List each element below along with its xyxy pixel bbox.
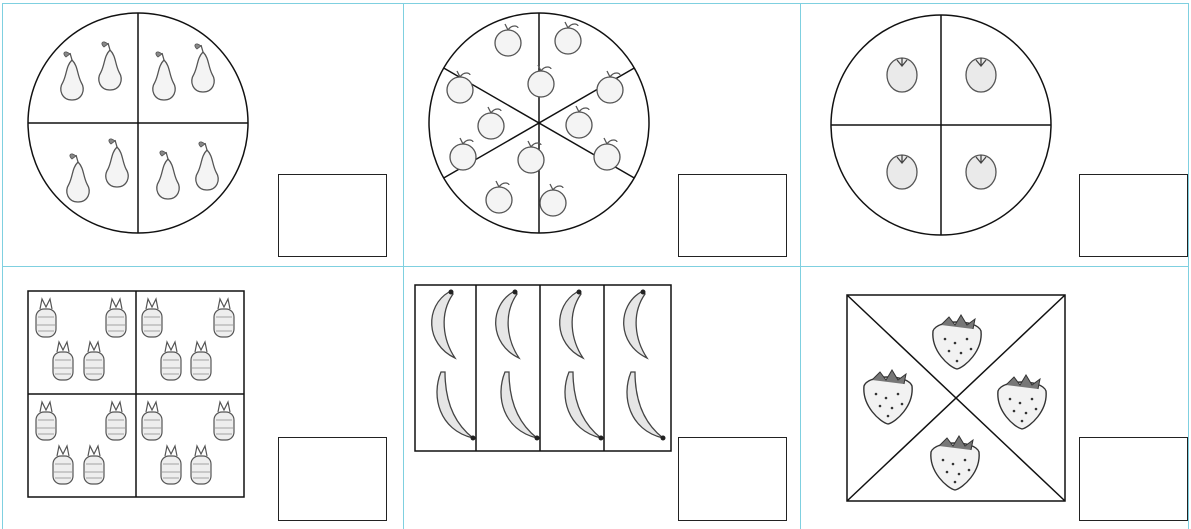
pear-icon — [61, 52, 83, 100]
tomato-icon — [966, 58, 996, 92]
apple-icon — [486, 181, 512, 213]
pineapple-icon — [142, 402, 162, 440]
apple-icon — [540, 184, 566, 216]
tomato-icon — [887, 58, 917, 92]
pineapple-icon — [214, 402, 234, 440]
banana-icon — [565, 372, 604, 441]
pineapple-icon — [84, 342, 104, 380]
answer-box-pineapples[interactable] — [278, 437, 387, 521]
apple-icon — [447, 71, 473, 103]
banana-icon — [501, 372, 540, 441]
pineapple-icon — [106, 402, 126, 440]
answer-box-apples[interactable] — [678, 174, 787, 257]
apple-icon — [555, 22, 581, 54]
pineapple-icon — [53, 342, 73, 380]
banana-icon — [627, 372, 666, 441]
pear-icon — [192, 44, 214, 92]
strawberry-icon — [931, 436, 979, 490]
pineapple-icon — [161, 446, 181, 484]
apple-icon — [597, 71, 623, 103]
pear-icon — [153, 52, 175, 100]
strawberry-icon — [864, 370, 912, 424]
apple-icon — [450, 138, 476, 170]
pineapple-icon — [161, 342, 181, 380]
tomato-icon — [966, 155, 996, 189]
apple-icon — [528, 65, 554, 97]
pear-icon — [106, 139, 128, 187]
pear-icon — [99, 42, 121, 90]
banana-icon — [432, 290, 455, 359]
answer-box-strawberries[interactable] — [1079, 437, 1188, 521]
apple-icon — [478, 107, 504, 139]
pineapple-icon — [106, 299, 126, 337]
strawberry-icon — [998, 375, 1046, 429]
pineapple-icon — [53, 446, 73, 484]
pear-icon — [196, 142, 218, 190]
pineapple-icon — [36, 299, 56, 337]
apple-icon — [495, 24, 521, 56]
banana-icon — [624, 290, 647, 359]
answer-box-tomatoes[interactable] — [1079, 174, 1188, 257]
banana-icon — [437, 372, 476, 441]
strawberry-icon — [933, 315, 981, 369]
apple-icon — [594, 138, 620, 170]
banana-icon — [496, 290, 519, 359]
answer-box-pears[interactable] — [278, 174, 387, 257]
banana-icon — [560, 290, 583, 359]
apple-icon — [518, 141, 544, 173]
pineapple-icon — [214, 299, 234, 337]
pineapple-icon — [36, 402, 56, 440]
pineapple-icon — [84, 446, 104, 484]
pineapple-icon — [191, 446, 211, 484]
answer-box-bananas[interactable] — [678, 437, 787, 521]
pear-icon — [67, 154, 89, 202]
tomato-icon — [887, 155, 917, 189]
pear-icon — [157, 151, 179, 199]
pineapple-icon — [142, 299, 162, 337]
pineapple-icon — [191, 342, 211, 380]
apple-icon — [566, 106, 592, 138]
